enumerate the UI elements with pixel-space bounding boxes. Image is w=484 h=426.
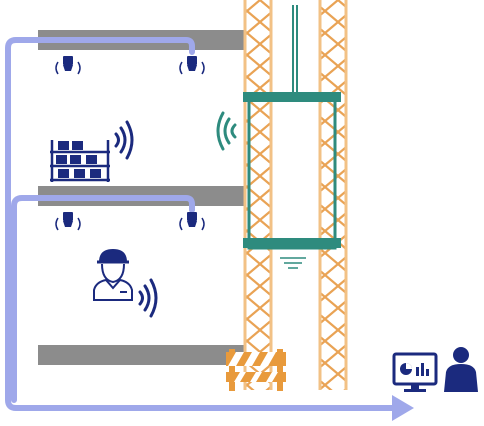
sensor-top-left — [55, 56, 81, 75]
warehouse-shelf-icon — [50, 140, 110, 182]
arrow-head — [392, 395, 414, 421]
elevator-cabin — [243, 92, 341, 250]
network-line — [5, 37, 399, 411]
wifi-icon — [216, 111, 237, 151]
sensor-top-right — [179, 56, 205, 75]
sensor-middle-left — [55, 212, 81, 231]
wifi-icon — [138, 278, 158, 318]
sensor-middle-right — [179, 212, 205, 231]
ground-symbol — [280, 257, 306, 269]
floor-bottom — [38, 345, 244, 365]
monitoring-station-icon — [392, 347, 478, 392]
tower-right — [318, 0, 348, 390]
wifi-icon — [114, 120, 134, 160]
barricade-icon — [226, 349, 286, 391]
worker-icon — [93, 248, 133, 301]
hoist-cable — [292, 5, 298, 92]
